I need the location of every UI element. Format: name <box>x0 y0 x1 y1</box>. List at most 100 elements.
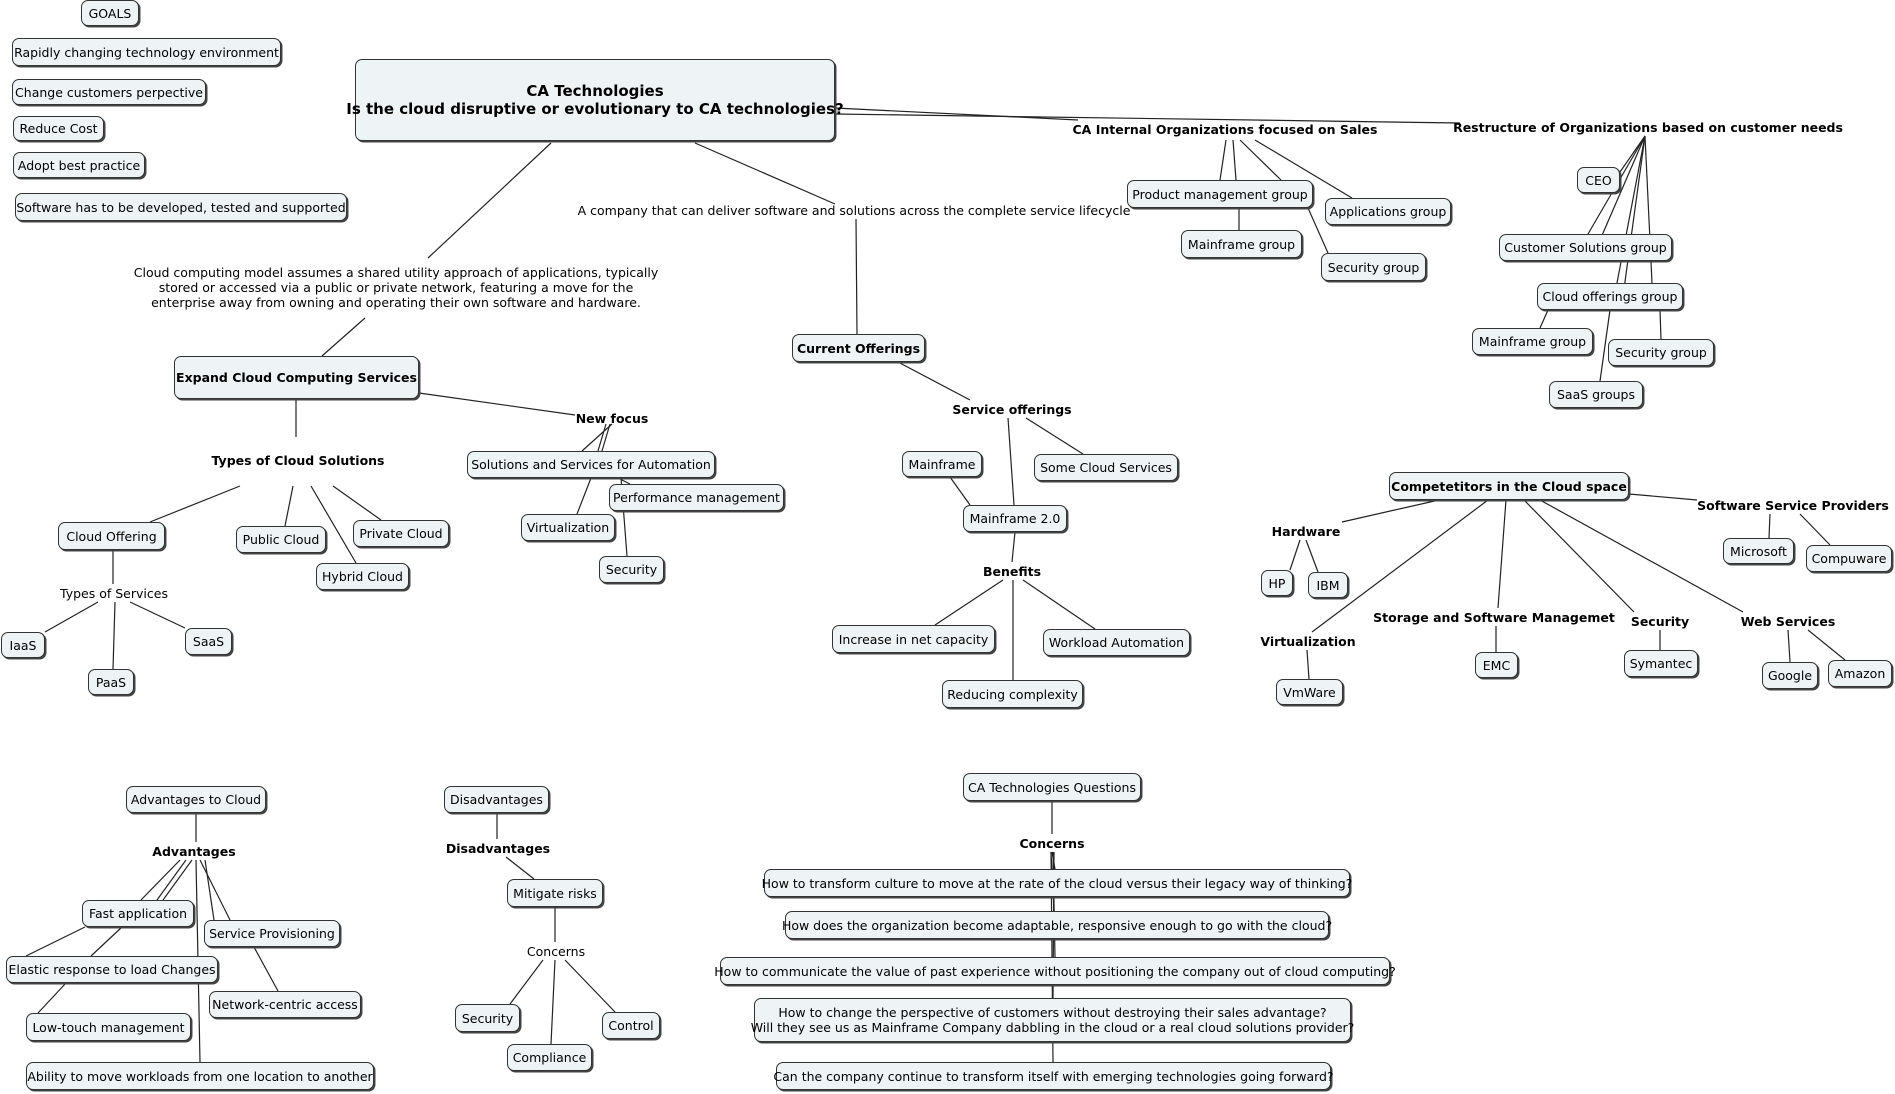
connector-line <box>949 476 971 506</box>
low-touch-node[interactable]: Low-touch management <box>26 1013 191 1041</box>
virtualization-node[interactable]: Virtualization <box>521 514 615 541</box>
connector-line <box>617 477 631 485</box>
hp-node[interactable]: HP <box>1261 570 1293 596</box>
some-cloud-services-node[interactable]: Some Cloud Services <box>1034 454 1178 481</box>
web-services-label: Web Services <box>1740 613 1836 629</box>
cloud-offering-node[interactable]: Cloud Offering <box>58 522 165 550</box>
mainframe-2-node[interactable]: Mainframe 2.0 <box>963 505 1067 532</box>
connector-line <box>855 218 858 335</box>
connector-line <box>1219 139 1227 181</box>
current-offerings-node[interactable]: Current Offerings <box>792 334 925 362</box>
benefits: Benefits <box>982 563 1042 579</box>
hybrid-cloud-node[interactable]: Hybrid Cloud <box>316 563 409 590</box>
hardware-label: Hardware <box>1271 523 1341 539</box>
connector-line <box>1232 139 1237 181</box>
vmware-node[interactable]: VmWare <box>1276 679 1343 705</box>
question-culture[interactable]: How to transform culture to move at the … <box>762 869 1352 897</box>
service-provisioning-node[interactable]: Service Provisioning <box>204 920 340 947</box>
compliance-node[interactable]: Compliance <box>507 1044 592 1071</box>
connector-line <box>1497 499 1507 609</box>
mainframe-group-node[interactable]: Mainframe group <box>1181 230 1302 258</box>
questions-root-node[interactable]: CA Technologies Questions <box>963 773 1141 801</box>
emc-node[interactable]: EMC <box>1475 652 1518 678</box>
move-workloads-node[interactable]: Ability to move workloads from one locat… <box>26 1062 374 1090</box>
symantec-node[interactable]: Symantec <box>1624 650 1698 677</box>
connector-line <box>550 959 556 1045</box>
risk-security-node[interactable]: Security <box>455 1004 520 1032</box>
performance-node[interactable]: Performance management <box>609 484 784 511</box>
saas-groups-node[interactable]: SaaS groups <box>1549 381 1643 408</box>
competitors-node[interactable]: Competetitors in the Cloud space <box>1389 472 1629 500</box>
connector-line <box>897 361 971 401</box>
workload-automation-node[interactable]: Workload Automation <box>1043 629 1190 656</box>
control-node[interactable]: Control <box>602 1012 660 1039</box>
connector-line <box>834 107 1079 121</box>
connector-line <box>1239 139 1282 181</box>
elastic-response-node[interactable]: Elastic response to load Changes <box>6 956 218 983</box>
advantages-root-node[interactable]: Advantages to Cloud <box>126 786 266 813</box>
connector-line <box>332 485 382 521</box>
restructure-security-node[interactable]: Security group <box>1608 339 1714 366</box>
mitigate-risks-node[interactable]: Mitigate risks <box>507 879 603 907</box>
connector-line <box>1289 539 1301 571</box>
connector-line <box>129 601 186 629</box>
connector-line <box>1311 499 1489 633</box>
connector-line <box>1523 499 1635 613</box>
security-focus-node[interactable]: Security <box>599 556 664 583</box>
ibm-node[interactable]: IBM <box>1308 572 1348 598</box>
net-capacity-node[interactable]: Increase in net capacity <box>832 625 995 653</box>
question-transform[interactable]: Can the company continue to transform it… <box>773 1062 1334 1090</box>
reducing-complexity-node[interactable]: Reducing complexity <box>942 680 1083 708</box>
google-node[interactable]: Google <box>1762 662 1818 689</box>
amazon-node[interactable]: Amazon <box>1828 660 1892 687</box>
connector-line <box>156 859 187 901</box>
iaas-node[interactable]: IaaS <box>1 632 45 658</box>
question-communicate[interactable]: How to communicate the value of past exp… <box>714 957 1396 985</box>
paas-node[interactable]: PaaS <box>88 669 134 695</box>
goal-item[interactable]: Reduce Cost <box>13 116 104 141</box>
compuware-node[interactable]: Compuware <box>1806 545 1892 572</box>
public-cloud-node[interactable]: Public Cloud <box>236 526 326 553</box>
question-adaptable[interactable]: How does the organization become adaptab… <box>782 911 1332 939</box>
question-perspective[interactable]: How to change the perspective of custome… <box>751 998 1354 1042</box>
goal-item[interactable]: Rapidly changing technology environment <box>12 38 281 66</box>
ceo-node[interactable]: CEO <box>1577 167 1620 193</box>
disadvantages-root-node[interactable]: Disadvantages <box>444 786 549 813</box>
connector-line <box>1007 417 1015 506</box>
security-group-node[interactable]: Security group <box>1321 253 1426 281</box>
connector-line <box>1025 417 1084 455</box>
connector-line <box>90 926 123 957</box>
applications-group-node[interactable]: Applications group <box>1325 198 1451 225</box>
restructure-mainframe-node[interactable]: Mainframe group <box>1472 328 1593 355</box>
automation-node[interactable]: Solutions and Services for Automation <box>467 451 715 478</box>
goals-node[interactable]: GOALS <box>81 0 139 26</box>
connector-line <box>25 926 86 957</box>
network-centric-node[interactable]: Network-centric access <box>209 991 361 1018</box>
company-description: A company that can deliver software and … <box>577 202 1131 218</box>
internal-orgs-title: CA Internal Organizations focused on Sal… <box>1072 121 1378 137</box>
saas-node[interactable]: SaaS <box>185 628 232 655</box>
goal-item[interactable]: Software has to be developed, tested and… <box>15 193 347 221</box>
microsoft-node[interactable]: Microsoft <box>1723 538 1794 564</box>
private-cloud-node[interactable]: Private Cloud <box>353 520 449 547</box>
connector-line <box>1011 531 1016 563</box>
cloud-offerings-group-node[interactable]: Cloud offerings group <box>1537 283 1683 310</box>
customer-solutions-node[interactable]: Customer Solutions group <box>1499 234 1672 261</box>
connector-line <box>601 423 611 452</box>
connector-line <box>1254 139 1353 199</box>
advantages-label: Advantages <box>152 843 236 859</box>
connector-line <box>1787 629 1791 663</box>
software-service-providers: Software Service Providers <box>1697 497 1889 513</box>
connector-line <box>576 477 592 515</box>
security-competitor-label: Security <box>1630 613 1690 629</box>
product-mgmt-node[interactable]: Product management group <box>1127 180 1313 208</box>
goal-item[interactable]: Adopt best practice <box>13 152 145 178</box>
storage-label: Storage and Software Managemet <box>1373 609 1615 625</box>
goal-item[interactable]: Change customers perpective <box>12 79 206 105</box>
fast-application-node[interactable]: Fast application <box>82 900 194 927</box>
mainframe-offering-node[interactable]: Mainframe <box>902 451 982 477</box>
expand-cloud-node[interactable]: Expand Cloud Computing Services <box>174 356 419 399</box>
connector-line <box>1341 499 1440 523</box>
